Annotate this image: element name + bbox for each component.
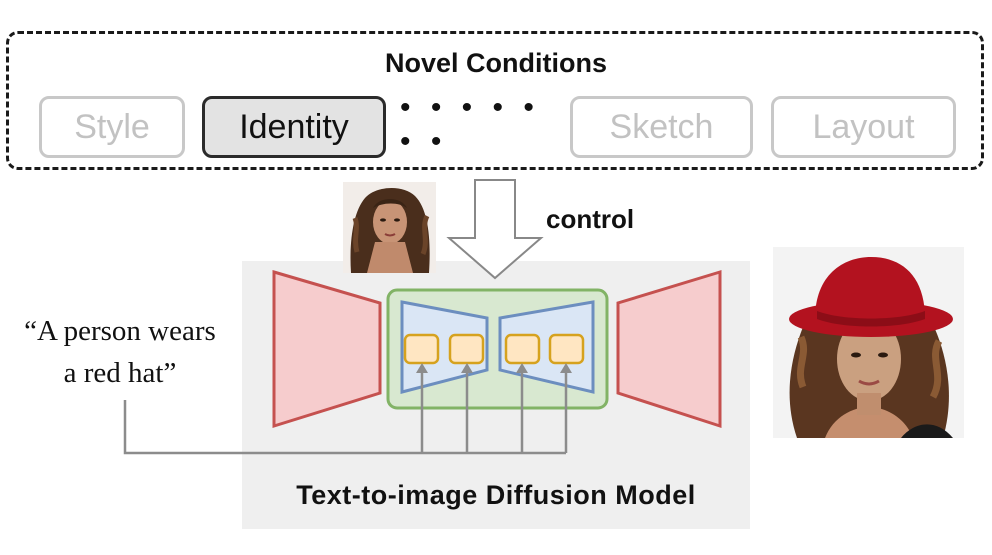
token-1 [403,333,440,365]
encoder-block [272,269,382,429]
condition-chip-identity[interactable]: Identity [202,96,386,158]
identity-reference-image [343,182,436,273]
text-conditioning-lines [123,372,568,455]
condition-chip-sketch[interactable]: Sketch [570,96,753,158]
novel-conditions-panel [6,31,984,170]
conditioning-arrowheads [416,363,572,373]
token-2 [448,333,485,365]
text-prompt-line-2: a red hat” [63,357,177,389]
condition-chip-layout[interactable]: Layout [771,96,956,158]
control-label: control [546,204,635,234]
text-prompt: “A person wears a red hat” [0,310,240,394]
generated-output-image [773,247,964,438]
token-4 [548,333,585,365]
token-3 [504,333,541,365]
diffusion-model-title: Text-to-image Diffusion Model [296,480,696,510]
text-prompt-line-1: “A person wears [24,315,216,347]
decoder-block [616,269,722,429]
novel-conditions-title: Novel Conditions [385,48,607,78]
condition-chip-style[interactable]: Style [39,96,185,158]
control-arrow [446,179,544,280]
